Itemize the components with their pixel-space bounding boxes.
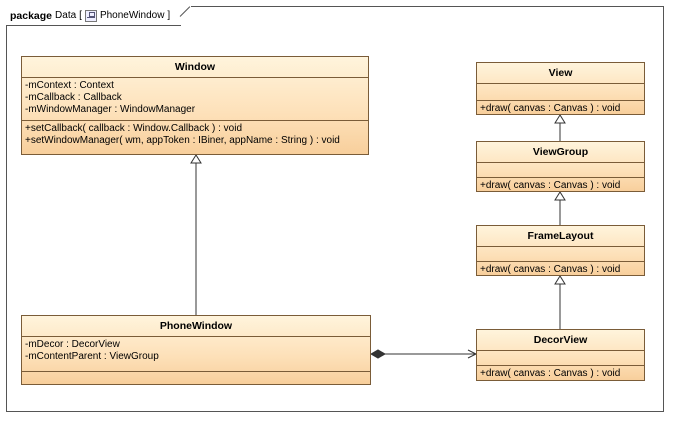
class-phonewindow-operations: [22, 372, 370, 376]
class-diagram-icon: [84, 9, 97, 22]
package-frame: [6, 6, 664, 412]
window-op-setwindowmanager: +setWindowManager( wm, appToken : IBiner…: [25, 135, 340, 146]
decorview-op-draw: +draw( canvas : Canvas ) : void: [480, 368, 621, 379]
generalization-arrowhead-viewgroup: [554, 191, 566, 201]
class-window-operations: +setCallback( callback : Window.Callback…: [22, 121, 368, 149]
class-phonewindow-attributes: -mDecor : DecorView -mContentParent : Vi…: [22, 337, 370, 372]
class-framelayout[interactable]: FrameLayout +draw( canvas : Canvas ) : v…: [476, 225, 645, 276]
class-phonewindow[interactable]: PhoneWindow -mDecor : DecorView -mConten…: [21, 315, 371, 385]
generalization-arrowhead-framelayout: [554, 275, 566, 285]
window-op-setcallback: +setCallback( callback : Window.Callback…: [25, 123, 243, 134]
framelayout-op-draw: +draw( canvas : Canvas ) : void: [480, 264, 621, 275]
class-window[interactable]: Window -mContext : Context -mCallback : …: [21, 56, 369, 155]
bracket-close: ]: [167, 10, 171, 21]
class-phonewindow-name: PhoneWindow: [22, 316, 370, 337]
generalization-arrowhead-window: [190, 154, 202, 164]
class-viewgroup-operations: +draw( canvas : Canvas ) : void: [477, 178, 644, 194]
class-decorview-attributes: [477, 351, 644, 366]
class-framelayout-name: FrameLayout: [477, 226, 644, 247]
class-viewgroup-name: ViewGroup: [477, 142, 644, 163]
class-view[interactable]: View +draw( canvas : Canvas ) : void: [476, 62, 645, 115]
phonewindow-attr-mcontentparent: -mContentParent : ViewGroup: [25, 351, 159, 362]
tab-corner-cut: [181, 6, 191, 26]
window-attr-mcallback: -mCallback : Callback: [25, 92, 122, 103]
window-attr-mcontext: -mContext : Context: [25, 80, 114, 91]
package-name: Data: [55, 10, 77, 21]
class-view-name: View: [477, 63, 644, 84]
class-view-attributes: [477, 84, 644, 101]
class-window-name: Window: [22, 57, 368, 78]
bracket-open: [: [79, 10, 82, 21]
class-framelayout-operations: +draw( canvas : Canvas ) : void: [477, 262, 644, 278]
viewgroup-op-draw: +draw( canvas : Canvas ) : void: [480, 180, 621, 191]
class-decorview-operations: +draw( canvas : Canvas ) : void: [477, 366, 644, 382]
class-decorview-name: DecorView: [477, 330, 644, 351]
class-view-operations: +draw( canvas : Canvas ) : void: [477, 101, 644, 117]
class-window-attributes: -mContext : Context -mCallback : Callbac…: [22, 78, 368, 121]
view-op-draw: +draw( canvas : Canvas ) : void: [480, 103, 621, 114]
diagram-name: PhoneWindow: [99, 10, 165, 21]
generalization-arrowhead-view: [554, 114, 566, 124]
window-attr-mwindowmanager: -mWindowManager : WindowManager: [25, 104, 196, 115]
package-keyword: package: [10, 9, 53, 22]
composition-diamond: [369, 349, 387, 359]
class-framelayout-attributes: [477, 247, 644, 262]
class-viewgroup-attributes: [477, 163, 644, 178]
package-tab: package Data [ PhoneWindow ]: [6, 6, 191, 26]
phonewindow-attr-mdecor: -mDecor : DecorView: [25, 339, 120, 350]
class-viewgroup[interactable]: ViewGroup +draw( canvas : Canvas ) : voi…: [476, 141, 645, 192]
class-decorview[interactable]: DecorView +draw( canvas : Canvas ) : voi…: [476, 329, 645, 381]
